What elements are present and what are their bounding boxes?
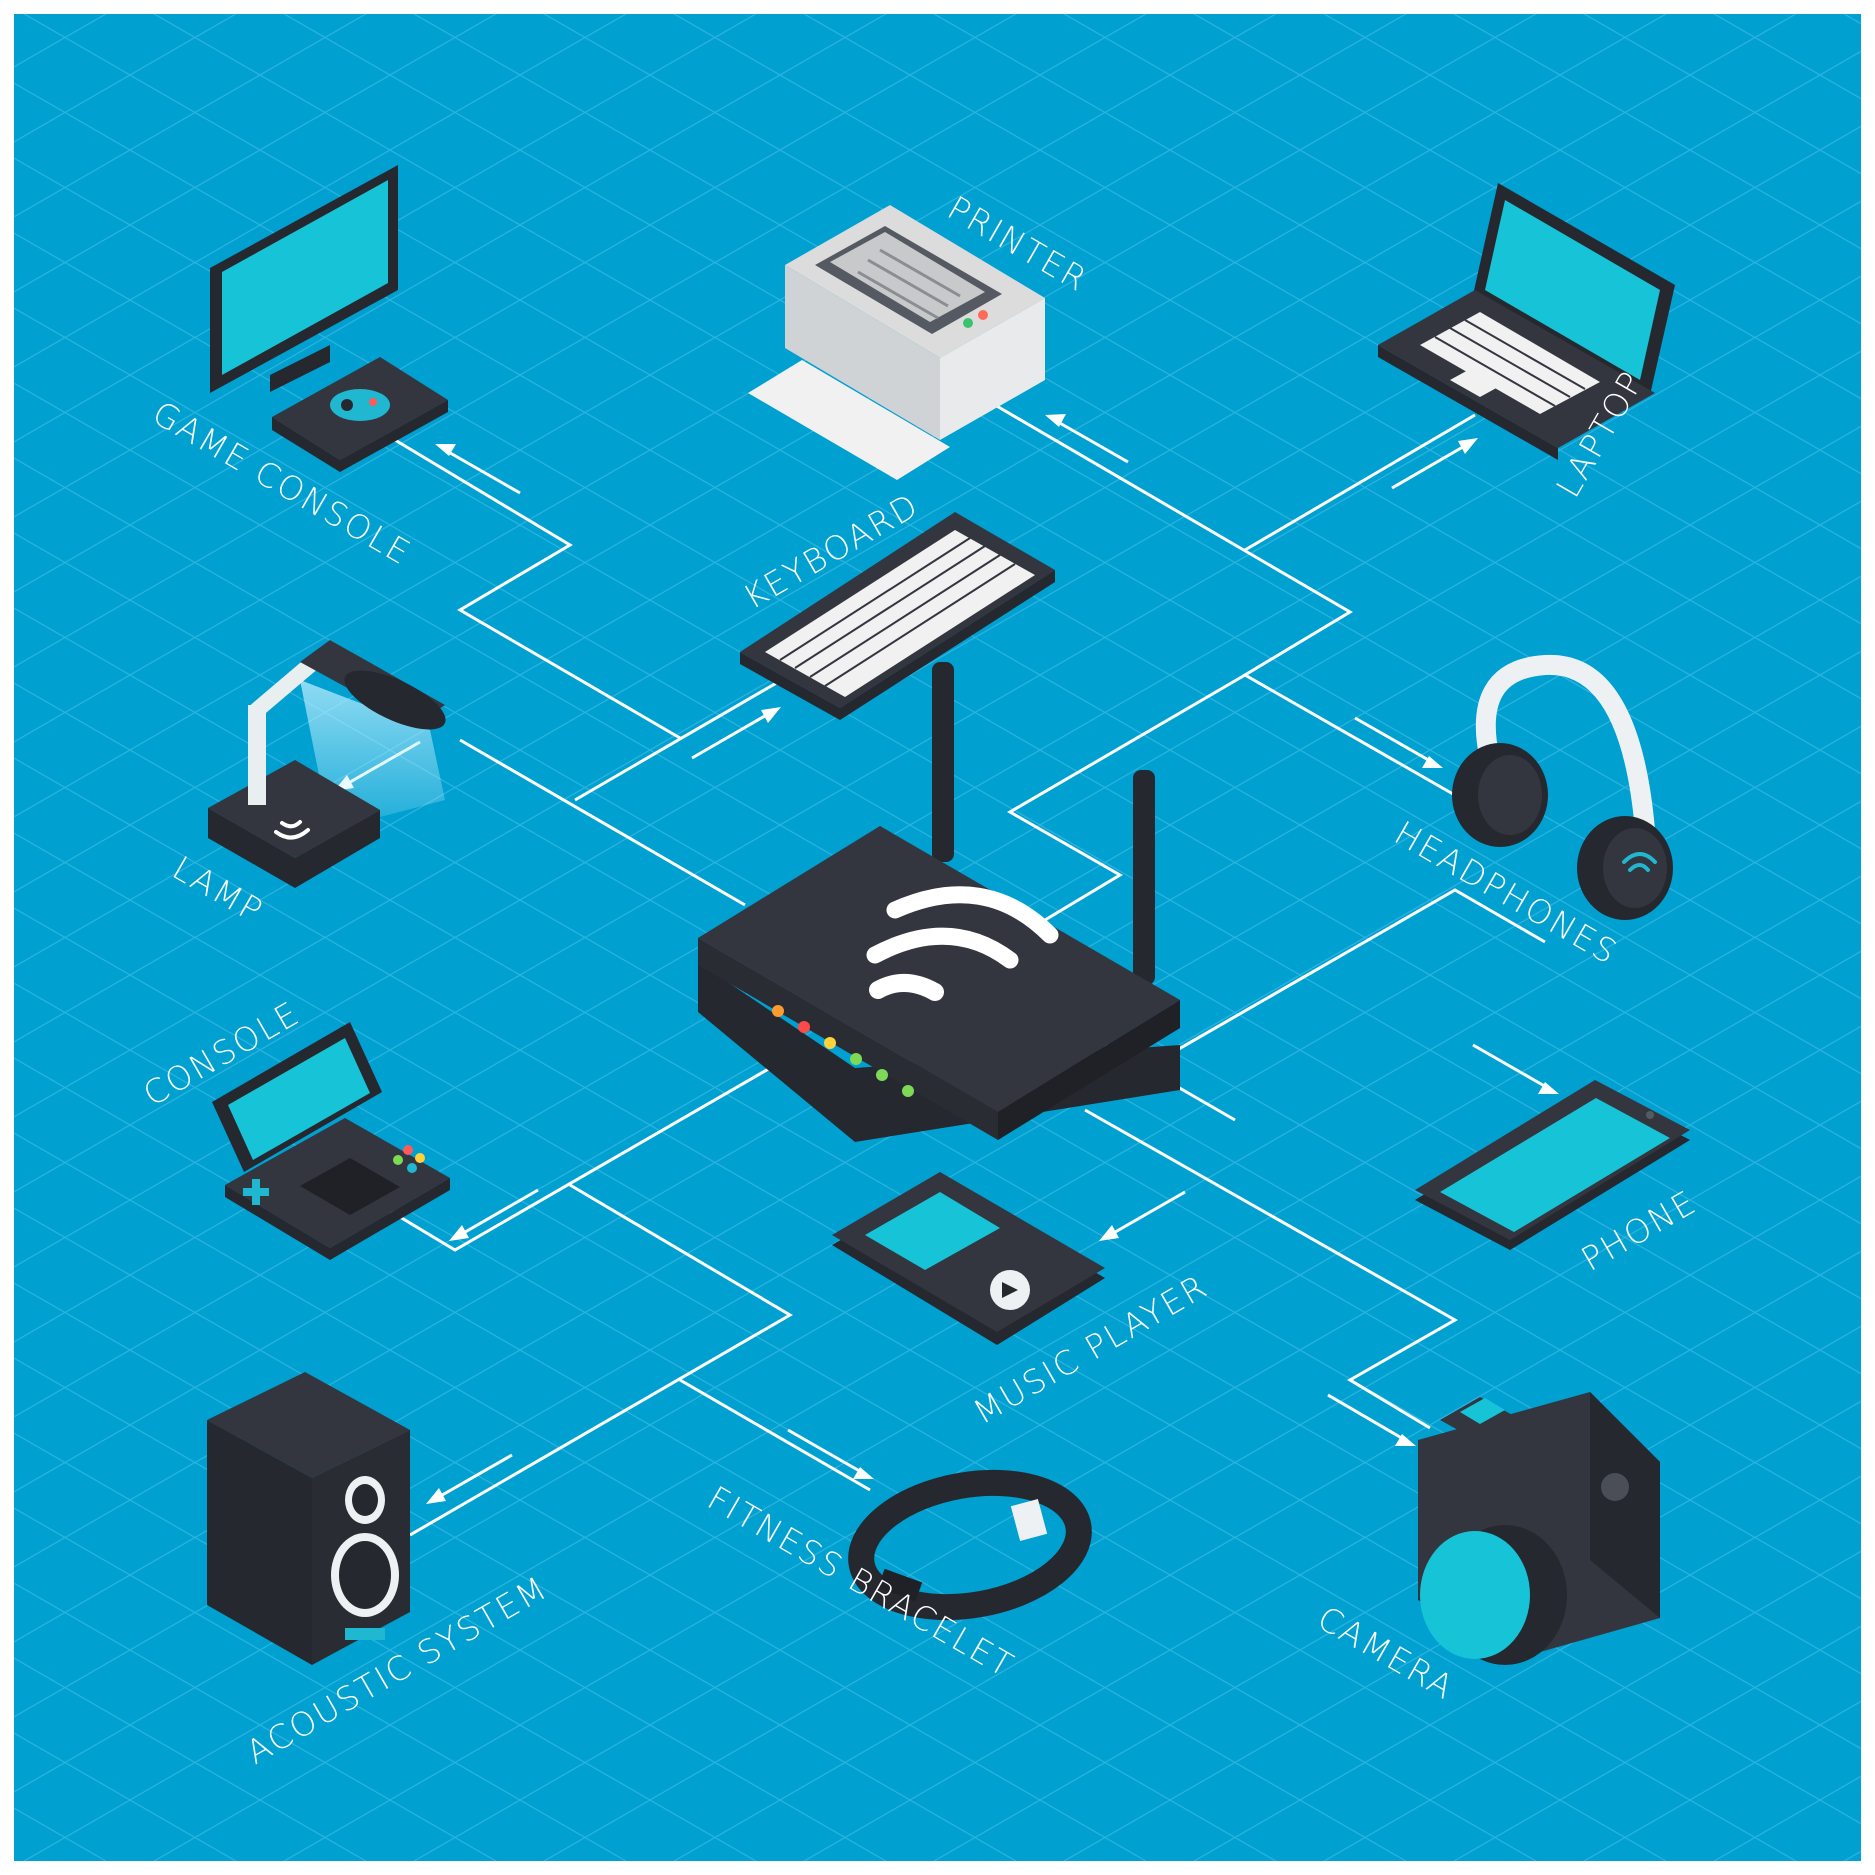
arrow-to-headphones [1354, 716, 1443, 768]
arrow-to-keyboard [691, 707, 781, 760]
handheld-console-icon [212, 1022, 450, 1260]
keyboard-icon [740, 512, 1055, 720]
arrow-to-game-console [435, 444, 521, 495]
speaker-icon [207, 1372, 410, 1665]
wifi-router-icon [698, 662, 1180, 1142]
arrow-to-music-player [1099, 1190, 1186, 1241]
fitness-bracelet-icon [848, 1469, 1092, 1621]
arrow-to-fitness-bracelet [787, 1428, 874, 1479]
lamp-device: LAMP [166, 640, 446, 931]
arrow-to-printer [1045, 414, 1129, 464]
music-player-icon [832, 1172, 1105, 1345]
arrow-to-acoustic-system [426, 1453, 513, 1504]
laptop-icon [1378, 183, 1675, 460]
arrow-to-console [449, 1188, 539, 1241]
camera-icon [1418, 1392, 1660, 1665]
arrow-to-camera [1327, 1393, 1416, 1446]
headphones-icon [1452, 654, 1673, 920]
laptop-device: LAPTOP [1378, 183, 1675, 504]
printer-icon [748, 205, 1045, 480]
arrow-to-phone [1472, 1043, 1559, 1094]
arrow-to-laptop [1391, 438, 1478, 490]
phone-icon [1415, 1080, 1690, 1250]
game-console-icon [210, 165, 448, 472]
lamp-icon [208, 640, 446, 888]
